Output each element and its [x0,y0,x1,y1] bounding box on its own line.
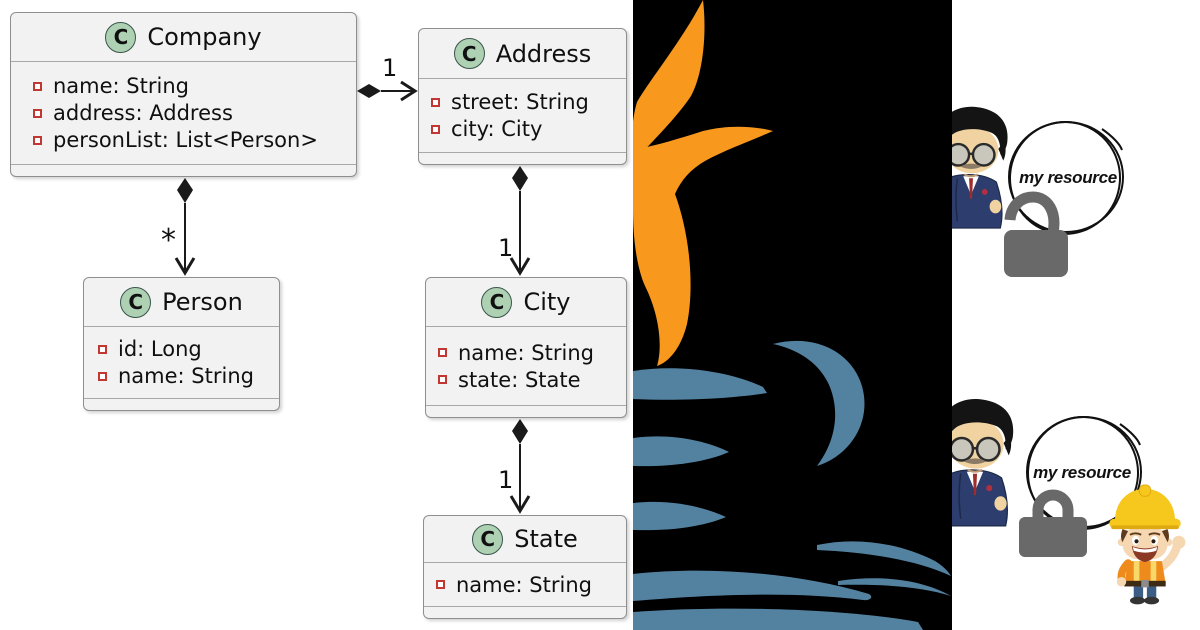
multiplicity-label: 1 [498,466,514,494]
field-icon [436,580,445,589]
class-title: C Person [84,278,279,327]
java-flame-icon [633,0,773,366]
open-arrow-icon [509,495,531,514]
class-name: City [523,288,571,316]
attribute-text: personList: List<Person> [53,128,318,152]
unlocked-padlock-icon [1004,191,1068,277]
composition-diamond-icon [177,178,193,203]
resource-art [1004,121,1186,605]
class-icon: C [453,38,485,69]
multiplicity-label: 1 [382,54,398,82]
attribute-row: personList: List<Person> [33,127,346,154]
class-title: C Company [11,13,356,62]
locked-padlock-icon [1019,489,1087,557]
field-icon [438,348,447,357]
class-name: Company [147,23,262,51]
resource-group-locked [1019,416,1186,605]
attribute-text: id: Long [118,337,202,361]
resource-group-unlocked [1004,121,1124,277]
professor-character [952,397,1015,527]
attribute-row: state: State [438,366,616,393]
attribute-row: city: City [431,116,616,143]
uml-edges [174,80,531,514]
methods-compartment-empty [426,405,626,417]
class-title: C Address [419,29,626,79]
field-icon [33,108,42,118]
java-logo [633,0,952,630]
edge-city-state [509,419,531,514]
class-title: C City [426,278,626,327]
attributes-compartment: id: Long name: String [84,327,279,398]
edge-company-address [357,80,418,102]
field-icon [438,375,447,384]
attributes-compartment: street: String city: City [419,79,626,152]
methods-compartment-empty [11,164,356,176]
composition-diamond-icon [357,84,381,98]
multiplicity-label: 1 [498,234,514,262]
resource-label: my resource [1019,168,1117,187]
attribute-text: name: String [456,572,592,597]
class-title: C State [424,516,626,563]
attribute-text: state: State [458,367,581,392]
attribute-text: street: String [451,90,589,114]
field-icon [98,371,107,381]
field-icon [33,135,42,145]
open-arrow-icon [174,257,196,276]
class-name: Person [162,288,243,316]
attribute-text: name: String [458,340,594,365]
class-name: State [514,525,578,553]
class-box-city: C City name: String state: State [425,277,627,418]
attribute-text: address: Address [53,101,233,125]
uml-diagram-panel: C Company name: String address: Address … [10,12,627,619]
attribute-text: city: City [451,117,543,141]
attribute-row: id: Long [98,336,269,363]
resource-label: my resource [1033,463,1131,482]
class-icon: C [105,21,137,53]
class-box-address: C Address street: String city: City [418,28,627,165]
attributes-compartment: name: String state: State [426,327,626,405]
open-arrow-icon [400,80,418,102]
class-box-company: C Company name: String address: Address … [10,12,357,177]
attribute-row: name: String [33,73,346,100]
professor-character [952,105,1009,229]
attribute-row: name: String [438,339,616,366]
field-icon [431,124,440,134]
class-box-person: C Person id: Long name: String [83,277,280,411]
construction-worker-character [1109,484,1186,605]
methods-compartment-empty [419,152,626,164]
class-icon: C [472,523,504,555]
methods-compartment-empty [424,606,626,618]
attribute-row: name: String [98,363,269,390]
attribute-row: street: String [431,89,616,116]
field-icon [98,344,107,354]
edge-company-person [174,178,196,276]
field-icon [431,97,440,107]
class-name: Address [495,39,592,68]
java-logo-panel [633,0,952,630]
composition-diamond-icon [512,419,528,444]
class-box-state: C State name: String [423,515,627,619]
edge-address-city [509,166,531,276]
field-icon [33,81,42,91]
attribute-row: address: Address [33,100,346,127]
attributes-compartment: name: String [424,563,626,606]
open-arrow-icon [509,257,531,276]
multiplicity-label: * [161,223,176,258]
java-cup-icon [633,340,951,630]
resource-panel: my resource my resource [952,0,1200,630]
methods-compartment-empty [84,398,279,410]
attribute-text: name: String [53,74,189,98]
attribute-row: name: String [436,571,616,598]
class-icon: C [120,286,152,318]
class-icon: C [481,286,513,318]
attributes-compartment: name: String address: Address personList… [11,62,356,164]
composition-diamond-icon [512,166,528,191]
attribute-text: name: String [118,364,254,388]
